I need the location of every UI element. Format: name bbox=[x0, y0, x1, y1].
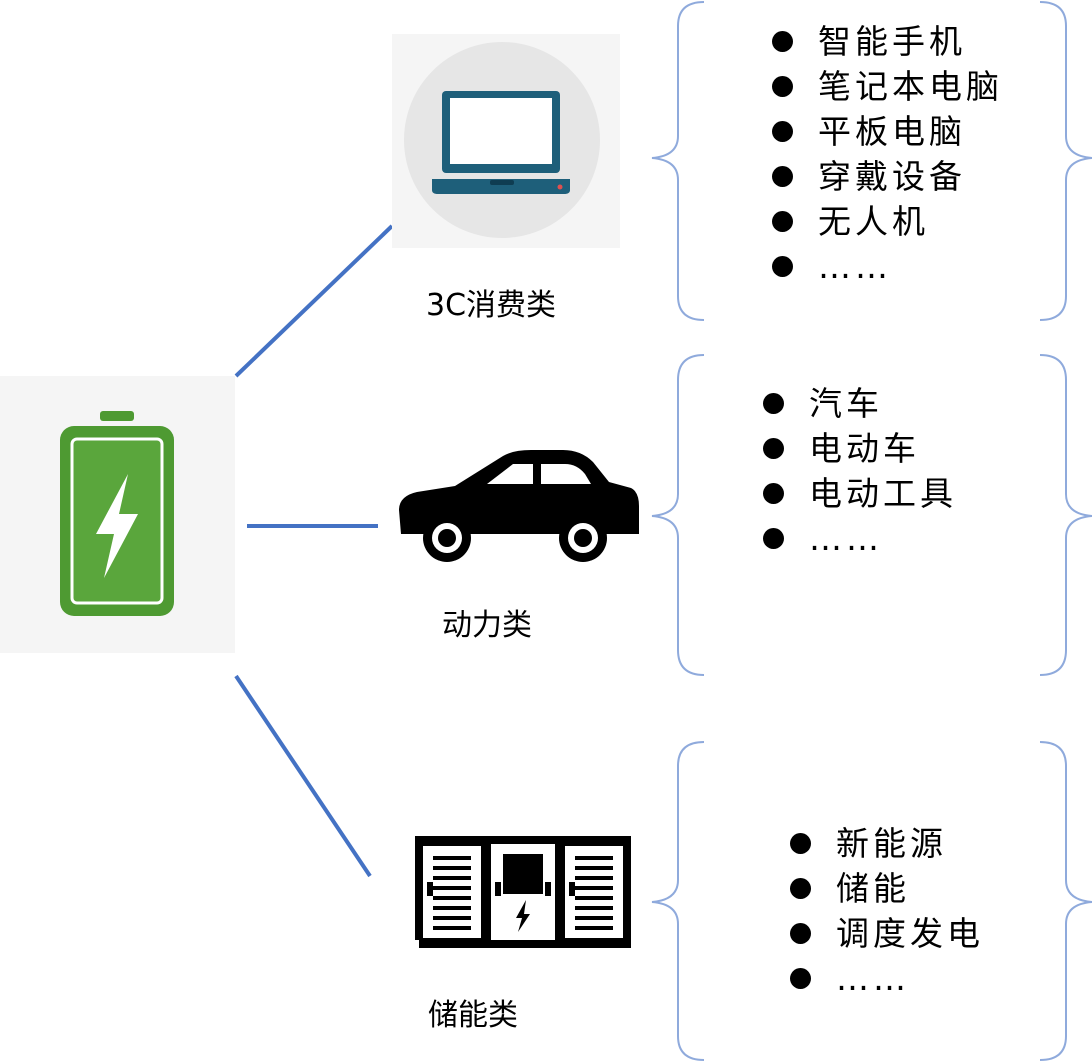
item-list-3c: 智能手机 笔记本电脑 平板电脑 穿戴设备 无人机 …… bbox=[772, 19, 1003, 289]
category-label-3c: 3C消费类 bbox=[426, 288, 557, 323]
list-item: 调度发电 bbox=[790, 911, 984, 956]
energy-storage-cabinet-icon bbox=[415, 836, 631, 948]
connector-to-3c bbox=[234, 224, 394, 378]
left-brace-storage bbox=[651, 741, 705, 1061]
item-list-power: 汽车 电动车 电动工具 …… bbox=[763, 381, 957, 561]
list-item: 电动工具 bbox=[763, 471, 957, 516]
item-list-storage: 新能源 储能 调度发电 …… bbox=[790, 821, 984, 1001]
list-item: …… bbox=[772, 244, 1003, 289]
list-item: 无人机 bbox=[772, 199, 1003, 244]
right-brace-storage bbox=[1039, 741, 1092, 1061]
category-label-storage: 储能类 bbox=[428, 998, 518, 1033]
laptop-panel bbox=[392, 34, 620, 248]
list-item: …… bbox=[763, 516, 957, 561]
list-item: 穿戴设备 bbox=[772, 154, 1003, 199]
connector-to-storage bbox=[234, 674, 372, 878]
list-item: 储能 bbox=[790, 866, 984, 911]
right-brace-3c bbox=[1039, 1, 1092, 321]
left-brace-power bbox=[651, 354, 705, 676]
laptop-icon bbox=[404, 42, 600, 238]
battery-icon bbox=[60, 411, 174, 616]
list-item: 笔记本电脑 bbox=[772, 64, 1003, 109]
list-item: 新能源 bbox=[790, 821, 984, 866]
car-icon bbox=[399, 450, 639, 562]
list-item: 智能手机 bbox=[772, 19, 1003, 64]
left-brace-3c bbox=[651, 1, 705, 321]
list-item: 汽车 bbox=[763, 381, 957, 426]
right-brace-power bbox=[1039, 354, 1092, 676]
list-item: 电动车 bbox=[763, 426, 957, 471]
list-item: 平板电脑 bbox=[772, 109, 1003, 154]
list-item: …… bbox=[790, 956, 984, 1001]
category-label-power: 动力类 bbox=[442, 608, 532, 643]
battery-panel bbox=[0, 376, 235, 653]
